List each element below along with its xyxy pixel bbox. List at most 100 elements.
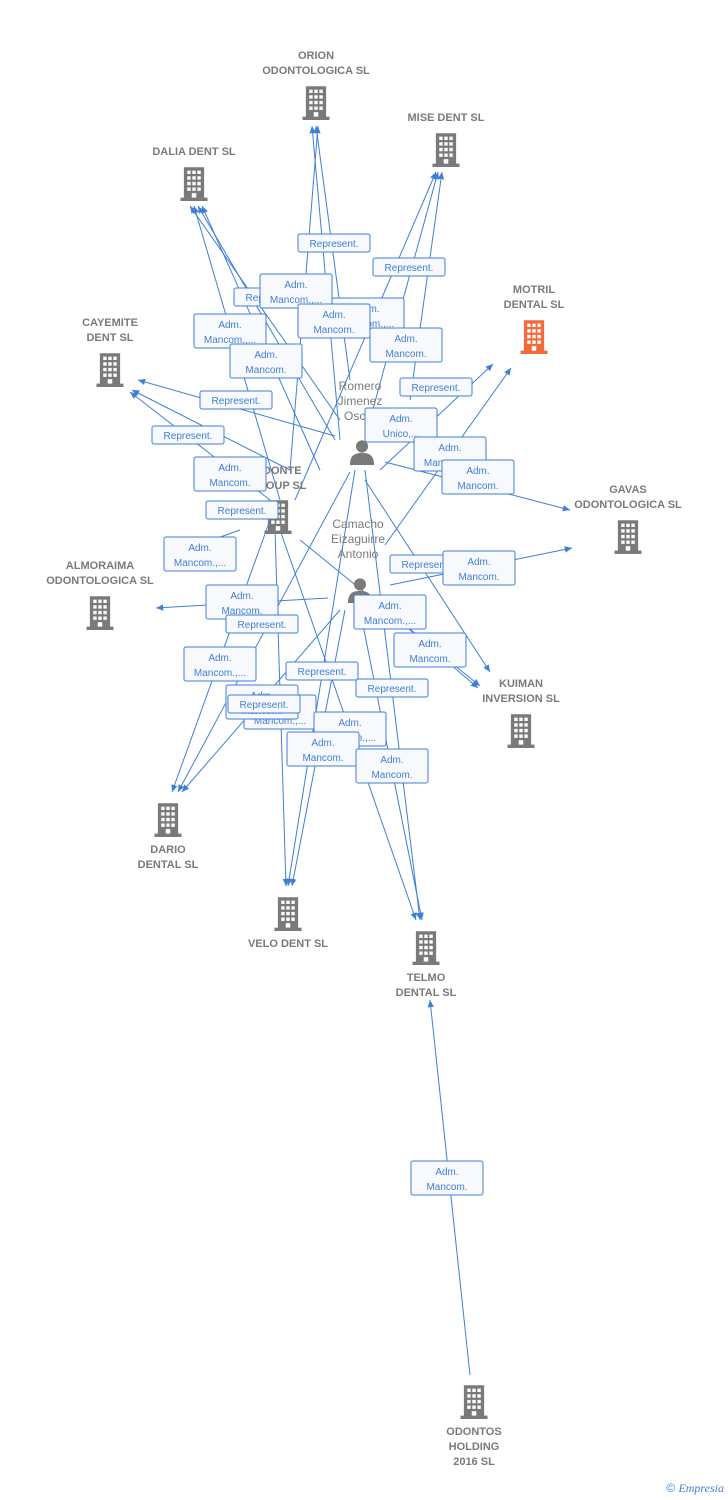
relation-label-box [199, 390, 273, 410]
relation-label-box [285, 661, 359, 681]
relation-label-box [393, 632, 467, 668]
relation-label[interactable]: Adm. Mancom. [297, 303, 371, 339]
company-node-velo[interactable]: VELO DENT SL [248, 897, 328, 950]
building-icon [96, 353, 124, 387]
relation-label-text: Mancom. [245, 365, 286, 376]
footer: © Empresia [666, 1481, 724, 1496]
edge-line [313, 125, 351, 381]
company-node-dalia[interactable]: DALIA DENT SL [152, 146, 236, 201]
relation-label[interactable]: Represent. [199, 390, 273, 410]
relation-label[interactable]: Adm.Mancom. [205, 584, 279, 620]
copyright-icon: © [666, 1481, 676, 1495]
relation-label-text: Represent. [218, 506, 267, 517]
relation-label-text: Mancom.,... [204, 335, 256, 346]
relation-label-box [229, 343, 303, 379]
relation-label-box [372, 257, 446, 277]
relation-label-text: Mancom. [209, 478, 250, 489]
relation-label-text: Mancom.,... [364, 616, 416, 627]
relation-label-text: Adm. [311, 738, 334, 749]
relation-label-text: Represent. [164, 431, 213, 442]
company-node-kuiman[interactable]: KUIMAN INVERSION SL [482, 678, 560, 748]
relation-label[interactable]: Adm.Mancom.,... [353, 594, 427, 630]
person-label: Eizaguirre [331, 532, 385, 546]
relation-label-text: Mancom.,... [194, 668, 246, 679]
relation-label[interactable]: Represent. [399, 377, 473, 397]
relation-label[interactable]: Adm.Unico,... [364, 407, 438, 443]
relation-label-text: Adm. [389, 414, 412, 425]
relation-label-text: Represent. [402, 560, 451, 571]
relation-label[interactable]: Adm.Mancom. [229, 343, 303, 379]
relation-label-text: Represent. [298, 667, 347, 678]
building-icon [154, 803, 182, 837]
company-label: INVERSION SL [482, 693, 560, 705]
edge-line [409, 171, 445, 401]
relation-label-box [151, 425, 225, 445]
relation-label-text: Mancom. [409, 654, 450, 665]
relation-label[interactable]: Represent. [285, 661, 359, 681]
company-node-mise[interactable]: MISE DENT SL [407, 112, 485, 167]
company-label: DARIO [150, 844, 186, 856]
building-icon [86, 596, 114, 630]
relation-label[interactable]: Adm.Mancom.,... [183, 646, 257, 682]
relation-label[interactable]: Adm.Mancom. [441, 459, 515, 495]
relation-label-text: Adm. [394, 334, 417, 345]
relation-label-text: Adm. [380, 755, 403, 766]
relation-label-text: Adm. [218, 320, 241, 331]
relation-label-box [193, 456, 267, 492]
brand-logo[interactable]: Empresia [678, 1481, 724, 1495]
relation-label-box [227, 694, 301, 714]
building-icon [432, 133, 460, 167]
company-label: 2016 SL [453, 1456, 495, 1468]
building-icon [302, 86, 330, 120]
relation-label[interactable]: Adm.Mancom. [355, 748, 429, 784]
relation-label-box [364, 407, 438, 443]
edge-line [189, 205, 341, 421]
relation-label[interactable]: Adm.Mancom. [369, 327, 443, 363]
building-icon [507, 714, 535, 748]
relation-label-text: Mancom.,... [254, 716, 306, 727]
relation-label-text: Adm. [435, 1167, 458, 1178]
company-label: KUIMAN [499, 678, 543, 690]
company-label: MISE DENT SL [407, 112, 484, 124]
relation-label[interactable]: Adm.Mancom. [442, 550, 516, 586]
relation-label[interactable]: Represent. [372, 257, 446, 277]
relation-label-text: Mancom. [221, 606, 262, 617]
relation-label[interactable]: Represent. [227, 694, 301, 714]
relation-label[interactable]: Adm. Mancom.,... [193, 313, 267, 349]
relation-label[interactable]: Represent. [205, 500, 279, 520]
relation-label[interactable]: Represent. [151, 425, 225, 445]
company-label: DENTAL SL [504, 299, 565, 311]
relation-label-text: Represent. [212, 396, 261, 407]
building-icon [180, 167, 208, 201]
relation-label[interactable]: Represent. [225, 614, 299, 634]
relation-label-box [369, 327, 443, 363]
company-node-motril[interactable]: MOTRIL DENTAL SL [504, 284, 565, 354]
relation-label[interactable]: Adm.Mancom. [193, 456, 267, 492]
relation-label-box [442, 550, 516, 586]
relation-label-text: Adm. [418, 639, 441, 650]
relation-label[interactable]: Represent. [297, 233, 371, 253]
relation-label[interactable]: Represent. [355, 678, 429, 698]
relation-label[interactable]: Adm.Mancom.,... [163, 536, 237, 572]
relation-label[interactable]: Adm. Mancom. [393, 632, 467, 668]
relation-label-text: Mancom. [313, 325, 354, 336]
relation-label-text: Represent. [385, 263, 434, 274]
relation-label[interactable]: Adm.Mancom. [410, 1160, 484, 1196]
company-node-dario[interactable]: DARIO DENTAL SL [138, 803, 199, 871]
company-label: MOTRIL [513, 284, 555, 296]
company-label: DENTAL SL [138, 859, 199, 871]
person-label: Jimenez [338, 394, 383, 408]
relation-label[interactable]: Adm.Mancom.,... [259, 273, 333, 309]
relation-label-text: Mancom. [457, 481, 498, 492]
relation-label[interactable]: Adm.Mancom. [286, 731, 360, 767]
relation-label-text: Adm. [322, 310, 345, 321]
